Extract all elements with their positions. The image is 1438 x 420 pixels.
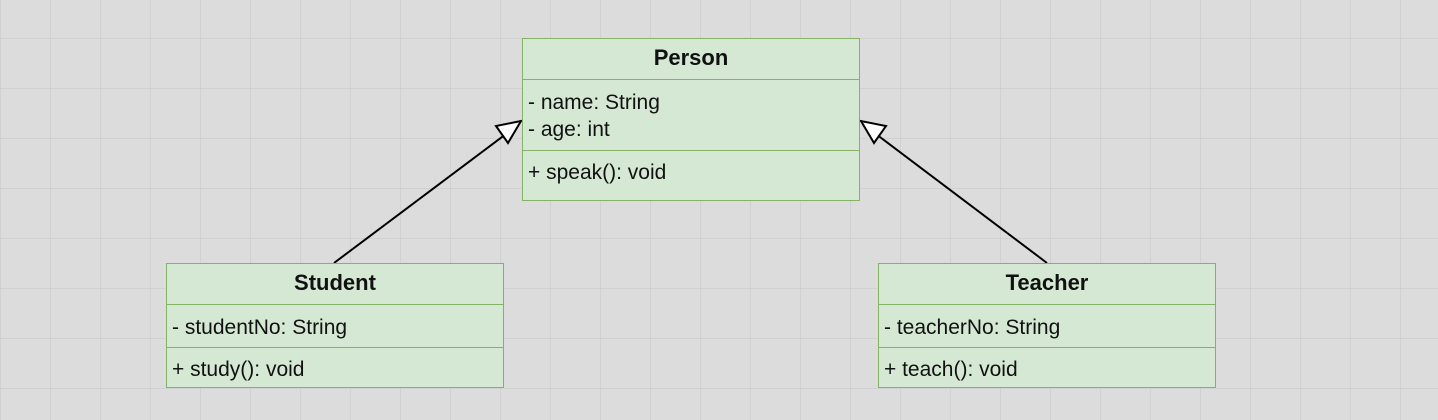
attributes-section: - name: String - age: int — [523, 79, 859, 150]
class-student[interactable]: Student - studentNo: String + study(): v… — [166, 263, 504, 388]
operations-section: + speak(): void — [523, 150, 859, 200]
operations-section: + study(): void — [167, 347, 503, 387]
generalization-teacher-to-person[interactable] — [858, 119, 1048, 264]
class-teacher[interactable]: Teacher - teacherNo: String + teach(): v… — [878, 263, 1216, 388]
class-name: Teacher — [1005, 270, 1089, 295]
generalization-student-to-person[interactable] — [333, 119, 524, 264]
attributes-section: - studentNo: String — [167, 304, 503, 347]
operation-item: + study(): void — [172, 358, 305, 381]
class-person[interactable]: Person - name: String - age: int + speak… — [522, 38, 860, 201]
generalization-arrowhead-icon — [858, 119, 888, 145]
class-name: Person — [653, 45, 729, 70]
attribute-item: - age: int — [528, 118, 610, 141]
operation-item: + speak(): void — [528, 161, 667, 184]
attribute-item: - studentNo: String — [172, 316, 348, 339]
attribute-item: - name: String — [528, 91, 660, 114]
operation-item: + teach(): void — [884, 358, 1018, 381]
attributes-section: - teacherNo: String — [879, 304, 1215, 347]
generalization-arrowhead-icon — [494, 119, 524, 145]
attribute-item: - teacherNo: String — [884, 316, 1061, 339]
class-name: Student — [294, 270, 376, 295]
operations-section: + teach(): void — [879, 347, 1215, 387]
